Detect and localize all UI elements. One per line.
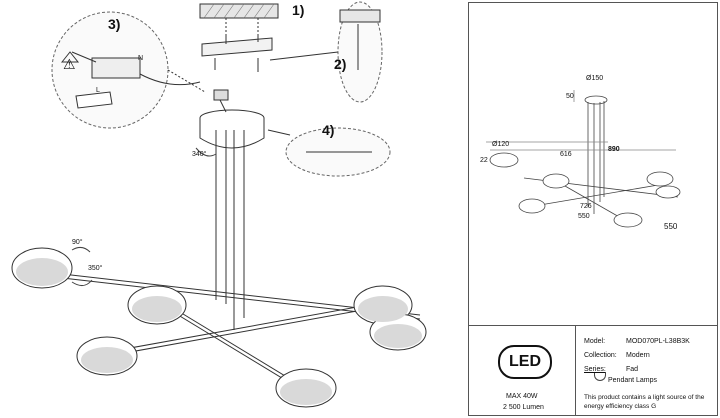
collection-value: Modern [626,352,650,359]
dim-22: 22 [480,157,488,164]
dim-550-inner: 550 [578,213,590,220]
model-value: MOD070PL-L38B3K [626,338,690,345]
warning-icon: ⚠ [63,56,76,72]
spec-panel [575,325,718,416]
angle-350-label: 350° [88,265,103,272]
step-2-label: 2) [334,56,347,72]
dim-150: Ø150 [586,75,604,82]
lumen-output: 2 500 Lumen [503,404,544,411]
dimension-drawing [486,90,681,228]
energy-note-line-1: This product contains a light source of … [584,394,705,401]
angle-340-label: 340° [192,151,207,158]
terminal-l-label: L [96,87,100,94]
step-1-label: 1) [292,2,305,18]
dim-120: Ø120 [492,141,510,148]
dim-550-outer: 550 [664,222,678,231]
series-label: Series: [584,366,606,373]
dim-616: 616 [560,151,572,158]
dim-890: 890 [608,146,620,153]
max-power: MAX 40W [506,393,538,400]
collection-label: Collection: [584,352,617,359]
energy-note-line-2: energy efficiency class G [584,403,657,410]
lamp-type: Pendant Lamps [608,377,658,384]
pendant-lamp-icon [594,373,606,381]
dim-50: 50 [566,93,574,100]
assembly-drawing [11,1,427,408]
led-logo: LED [498,345,552,379]
step-3-label: 3) [108,16,121,32]
dim-726: 726 [580,203,592,210]
step-4-label: 4) [322,122,335,138]
mounting-bracket [201,37,273,57]
model-label: Model: [584,338,606,345]
series-value: Fad [626,366,639,373]
terminal-n-label: N [138,55,144,62]
angle-90-label: 90° [72,239,83,246]
